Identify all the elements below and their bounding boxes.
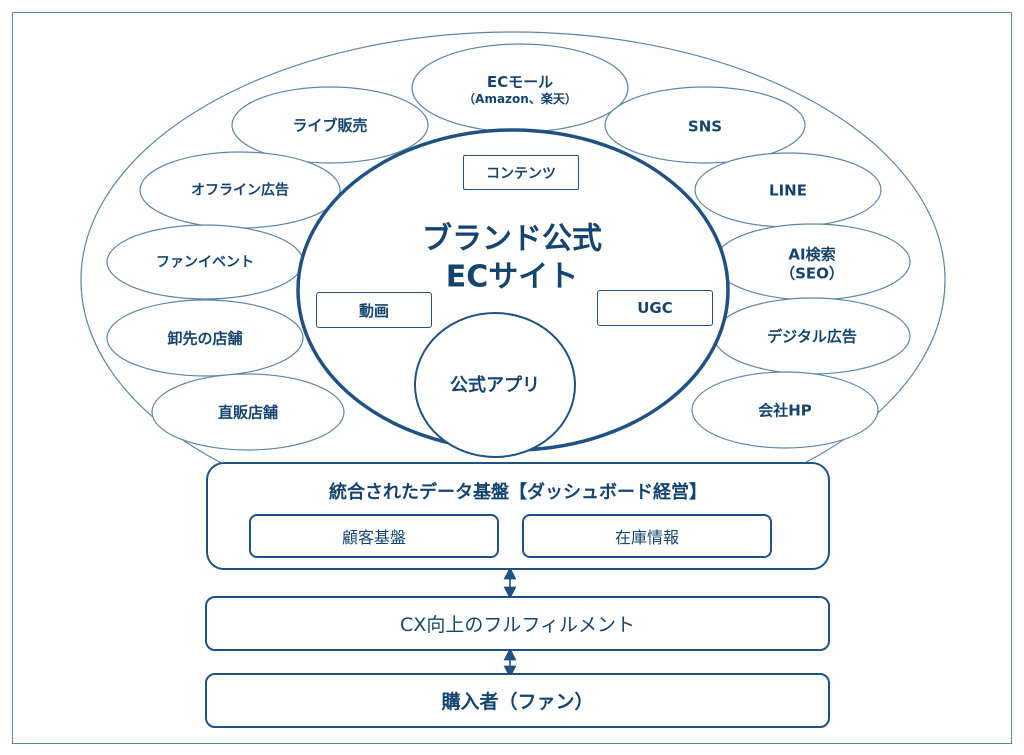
brand-site-title-line1: ブランド公式 (422, 221, 602, 257)
brand-site-title-line2: ECサイト (445, 259, 579, 294)
channel-ec-mall-name: ECモール (486, 73, 554, 92)
customer-base-label: 顧客基盤 (341, 528, 406, 547)
channel-fan-event: ファンイベント (156, 254, 254, 271)
channel-live-sales: ライブ販売 (292, 116, 368, 135)
channel-company-hp: 会社HP (758, 401, 812, 420)
channel-line: LINE (769, 181, 807, 200)
channel-ai-search-seo: （SEO） (780, 264, 844, 282)
channel-ec-mall: ECモール （Amazon、楽天） (463, 73, 577, 107)
ugc-label: UGC (637, 299, 673, 317)
channel-offline-ads: オフライン広告 (191, 182, 289, 199)
data-platform-title: 統合されたデータ基盤【ダッシュボード経営】 (329, 482, 707, 503)
ugc-box: UGC (597, 290, 713, 326)
inventory-label: 在庫情報 (614, 528, 679, 547)
app-label: 公式アプリ (450, 374, 540, 396)
channel-ai-search: AI検索 （SEO） (780, 245, 844, 283)
app-ellipse (414, 312, 576, 458)
contents-label: コンテンツ (486, 165, 556, 182)
channel-ellipse-live-sales (231, 86, 429, 164)
contents-box: コンテンツ (463, 155, 579, 190)
channel-direct-stores: 直販店舗 (217, 403, 279, 422)
inventory-box: 在庫情報 (522, 514, 772, 558)
channel-sns: SNS (687, 117, 723, 136)
channel-ec-mall-examples: （Amazon、楽天） (463, 91, 577, 106)
channel-ellipse-company-hp (691, 371, 879, 449)
channel-ellipse-wholesale (106, 299, 304, 377)
channel-wholesale-stores: 卸先の店舗 (167, 329, 243, 348)
channel-digital-ads: デジタル広告 (767, 327, 857, 346)
fulfillment-box: CX向上のフルフィルメント (205, 596, 830, 651)
channel-ellipse-sns (604, 86, 806, 164)
buyers-label: 購入者（ファン） (441, 691, 594, 713)
channel-ellipse-direct-stores (151, 373, 345, 451)
customer-base-box: 顧客基盤 (249, 514, 499, 558)
fulfillment-label: CX向上のフルフィルメント (400, 614, 635, 636)
brand-site-title: ブランド公式 ECサイト (422, 221, 602, 296)
channel-ai-search-name: AI検索 (788, 245, 836, 264)
buyers-box: 購入者（ファン） (205, 673, 830, 728)
video-label: 動画 (358, 301, 389, 320)
video-box: 動画 (316, 292, 432, 328)
